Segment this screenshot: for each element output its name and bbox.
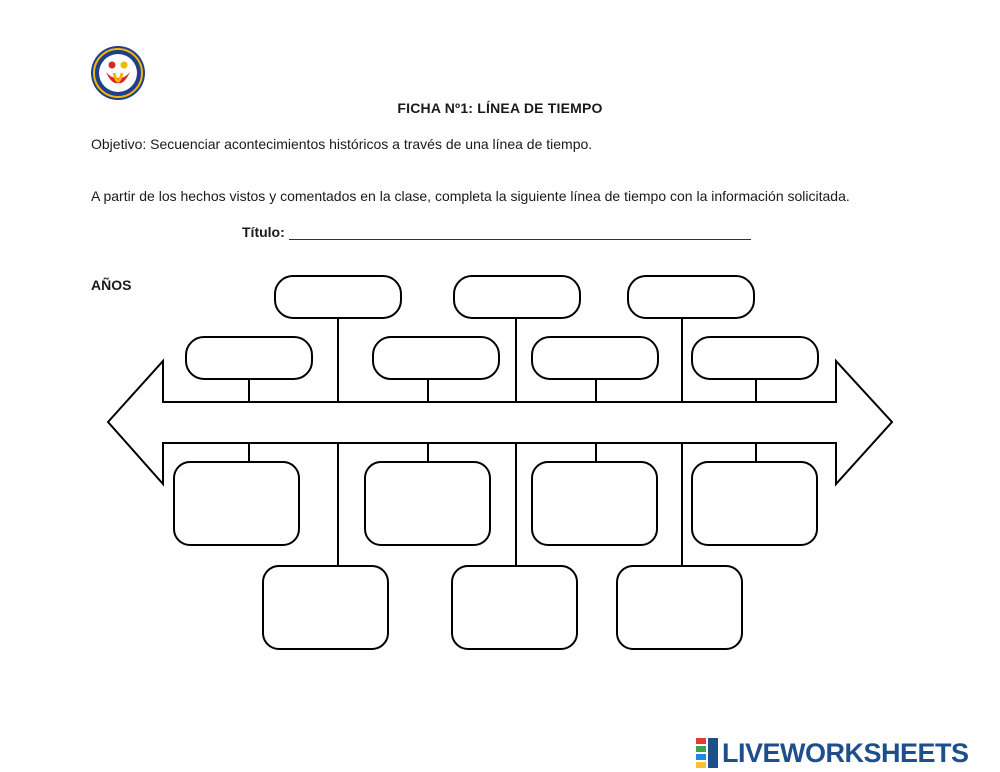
- year-box[interactable]: [453, 275, 581, 319]
- year-box[interactable]: [372, 336, 500, 380]
- timeline-arrow: [106, 358, 894, 487]
- title-field-label: Título:: [242, 224, 285, 240]
- objective-text: Objetivo: Secuenciar acontecimientos his…: [91, 136, 593, 152]
- years-label: AÑOS: [91, 277, 132, 293]
- event-box[interactable]: [173, 461, 300, 546]
- year-boxes: [185, 275, 819, 380]
- bottom-connectors: [248, 443, 757, 566]
- event-boxes: [173, 461, 818, 650]
- year-box[interactable]: [627, 275, 755, 319]
- top-connectors: [248, 318, 757, 402]
- year-box[interactable]: [531, 336, 659, 380]
- event-box[interactable]: [616, 565, 743, 650]
- event-box[interactable]: [451, 565, 578, 650]
- year-box[interactable]: [691, 336, 819, 380]
- brand-text: LIVEWORKSHEETS: [722, 737, 969, 768]
- instruction-text: A partir de los hechos vistos y comentad…: [91, 188, 850, 204]
- title-input-line[interactable]: [288, 225, 751, 240]
- event-box[interactable]: [531, 461, 658, 546]
- event-box[interactable]: [691, 461, 818, 546]
- event-box[interactable]: [262, 565, 389, 650]
- event-box[interactable]: [364, 461, 491, 546]
- school-logo-icon: [91, 46, 145, 100]
- year-box[interactable]: [185, 336, 313, 380]
- liveworksheets-mark-icon: [696, 738, 718, 768]
- year-box[interactable]: [274, 275, 402, 319]
- liveworksheets-brand[interactable]: LIVEWORKSHEETS: [696, 736, 969, 770]
- title-field: Título:: [242, 224, 751, 240]
- page-title: FICHA Nº1: LÍNEA DE TIEMPO: [397, 100, 603, 116]
